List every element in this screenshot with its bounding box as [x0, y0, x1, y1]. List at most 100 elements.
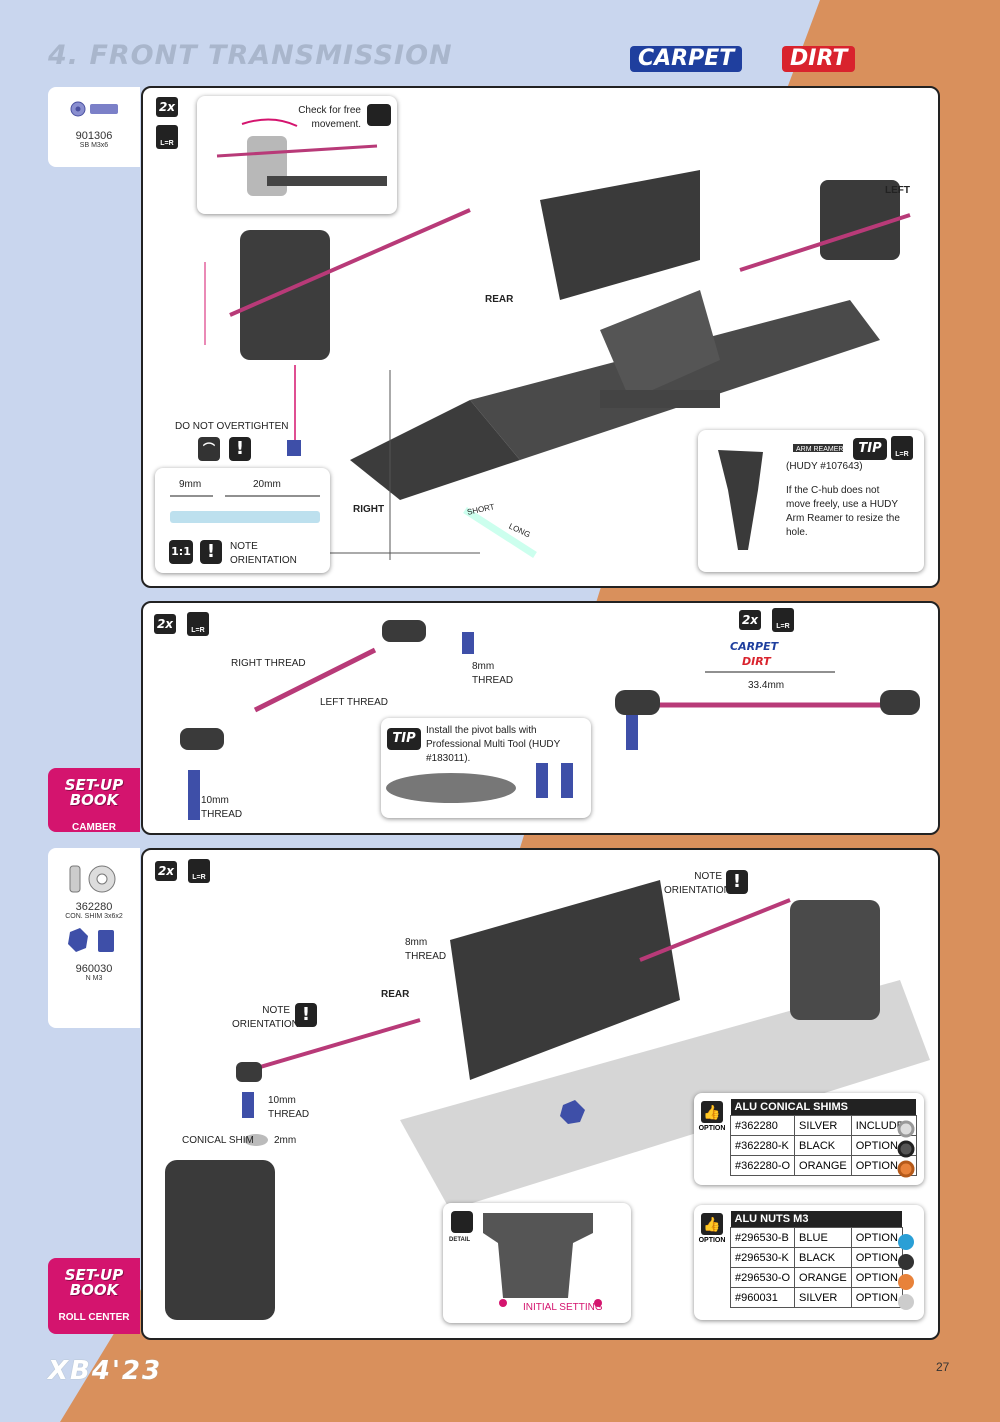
lr-badge: L=R	[188, 859, 210, 883]
part-code: 901306	[75, 130, 113, 142]
right-label: RIGHT	[353, 504, 385, 515]
right-thread: RIGHT THREAD	[231, 658, 306, 669]
shim-swatches	[897, 1120, 915, 1178]
left-thread: LEFT THREAD	[320, 697, 388, 708]
page-title: 4. FRONT TRANSMISSION	[48, 40, 453, 71]
tip-inset-step2: TIP Install the pivot balls with Profess…	[381, 718, 591, 818]
check-label: Check for free movement.	[298, 105, 361, 130]
qty-badge: 2x	[155, 861, 177, 881]
dim-9: 9mm	[179, 479, 202, 490]
thread-8mm: 8mm THREAD	[405, 937, 447, 962]
pin-drawing	[170, 495, 320, 523]
option-badge: 👍 OPTION	[698, 1101, 726, 1132]
scale-badge: 1:1	[169, 540, 193, 564]
qty-badge: 2x	[156, 97, 178, 117]
nut-icon	[68, 928, 114, 952]
warning-icon: !	[726, 870, 748, 894]
carpet-badge: CARPET	[630, 46, 743, 72]
tip-inset-step1: ARM REAMER TIP L=R (HUDY #107643) If the…	[698, 430, 924, 572]
carpet-label: CARPET	[730, 640, 779, 653]
part-code: 362280	[75, 901, 113, 913]
detail-inset: DETAIL INITIAL SETTING	[443, 1203, 631, 1323]
lr-badge: L=R	[156, 125, 178, 149]
setup-book-title: SET-UP BOOK	[64, 1266, 124, 1299]
footer-logo: XB4'23	[48, 1356, 163, 1386]
note-orientation-2: NOTE ORIENTATION	[232, 1005, 299, 1030]
option-label: OPTION	[698, 1237, 726, 1244]
lr-badge: L=R	[891, 436, 913, 460]
nuts-table-title: ALU NUTS M3	[730, 1211, 903, 1228]
warning-icon: !	[200, 540, 222, 564]
option-badge: 👍 OPTION	[698, 1213, 726, 1244]
nut-swatches	[898, 1234, 914, 1310]
dirt-badge: DIRT	[782, 46, 856, 72]
detail-label: DETAIL	[449, 1237, 471, 1243]
initial-setting: INITIAL SETTING	[523, 1302, 603, 1313]
conical-shim-label: CONICAL SHIM	[182, 1135, 254, 1146]
length-label: 33.4mm	[748, 680, 785, 691]
shock-tower-detail	[483, 1213, 602, 1307]
rear-label: REAR	[485, 294, 514, 305]
arm-illustration	[718, 444, 843, 550]
tip-text: If the C-hub does not move freely, use a…	[786, 485, 900, 538]
hudy-ref: (HUDY #107643)	[786, 461, 863, 472]
dim-20: 20mm	[253, 479, 281, 490]
part-desc: CON. SHIM 3x6x2	[65, 913, 123, 920]
wrench-icon	[367, 104, 391, 126]
setup-book-camber: SET-UP BOOK CAMBER	[48, 768, 140, 833]
arm-reamer-label: ARM REAMER	[796, 446, 844, 453]
left-label: LEFT	[885, 185, 910, 196]
setup-book-title: SET-UP BOOK	[64, 776, 124, 809]
tip-badge: TIP	[387, 728, 421, 750]
option-label: OPTION	[698, 1125, 726, 1132]
qty-badge: 2x	[739, 610, 761, 630]
setup-book-label: ROLL CENTER	[58, 1312, 130, 1323]
screw-icon	[70, 101, 118, 117]
warning-icon: !	[229, 437, 251, 461]
thread-10mm: 10mm THREAD	[268, 1095, 310, 1120]
pin-dimension-inset: 9mm 20mm 1:1 ! NOTE ORIENTATION	[155, 468, 330, 573]
rear-label: REAR	[381, 989, 410, 1000]
lr-badge: L=R	[772, 608, 794, 632]
setup-book-roll-center: SET-UP BOOK ROLL CENTER	[48, 1258, 140, 1334]
page-number: 27	[936, 1360, 950, 1374]
shim-size: 2mm	[274, 1135, 297, 1146]
multi-tool-illustration	[386, 763, 573, 803]
warning-icon: !	[295, 1003, 317, 1027]
setup-book-label: CAMBER	[72, 822, 116, 833]
part-desc: SB M3x6	[79, 142, 109, 149]
part-box-901306: 901306 SB M3x6	[48, 87, 140, 167]
shims-table-title: ALU CONICAL SHIMS	[730, 1099, 917, 1116]
check-movement-inset: Check for free movement.	[197, 96, 397, 214]
note-orientation: NOTE ORIENTATION	[230, 541, 297, 566]
tip-text: Install the pivot balls with Professiona…	[426, 725, 561, 764]
thread-10mm: 10mm THREAD	[201, 795, 243, 820]
part-code: 960030	[75, 963, 113, 975]
lr-badge: L=R	[187, 612, 209, 636]
magnifier-icon	[451, 1211, 473, 1233]
movement-illustration	[216, 118, 387, 196]
thumb-up-icon: 👍	[701, 1213, 723, 1235]
dirt-label: DIRT	[742, 655, 771, 668]
part-desc: N M3	[85, 975, 103, 982]
thumb-up-icon: 👍	[701, 1101, 723, 1123]
shim-icon	[69, 865, 116, 893]
thread-8mm: 8mm THREAD	[472, 661, 514, 686]
overtighten-label: DO NOT OVERTIGHTEN	[175, 421, 289, 432]
tip-badge: TIP	[853, 438, 887, 460]
part-box-step3: 362280 CON. SHIM 3x6x2 960030 N M3	[48, 848, 140, 1028]
note-orientation-1: NOTE ORIENTATION	[664, 871, 731, 896]
qty-badge: 2x	[154, 614, 176, 634]
hammer-icon: ⌒	[198, 437, 220, 461]
